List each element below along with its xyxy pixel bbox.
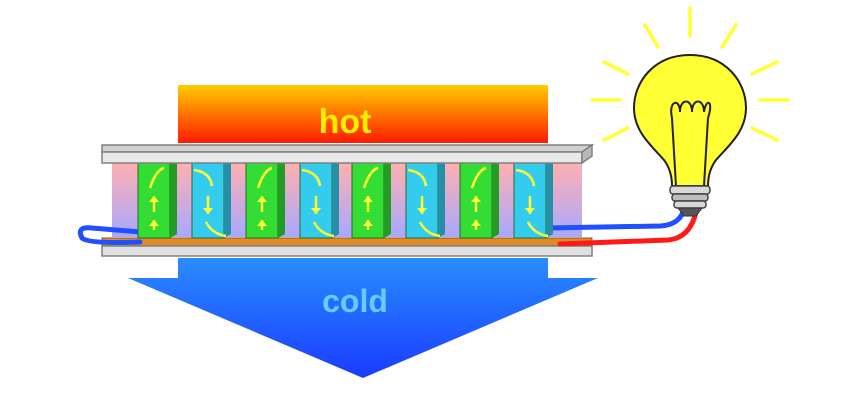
p-type-leg-1 bbox=[137, 159, 177, 239]
flow-curve-top bbox=[470, 166, 487, 189]
flow-arrow-up-low bbox=[257, 220, 267, 230]
flow-curve-top bbox=[148, 166, 165, 189]
light-ray-icon bbox=[590, 6, 790, 142]
thermoelectric-legs bbox=[137, 159, 553, 239]
flow-curve-top bbox=[193, 168, 214, 187]
flow-curve-bottom bbox=[204, 221, 227, 238]
module-interior bbox=[112, 163, 582, 237]
leg-side bbox=[170, 159, 177, 238]
n-type-leg-4 bbox=[299, 159, 339, 239]
flow-arrow-up bbox=[149, 196, 159, 212]
flow-arrow-up-head bbox=[149, 196, 159, 202]
flow-curve-top bbox=[256, 166, 273, 189]
p-type-leg-3 bbox=[245, 159, 285, 239]
flow-curve-bottom bbox=[526, 221, 549, 238]
cold-plate-face bbox=[101, 245, 593, 257]
flow-arrow-up-low bbox=[363, 220, 373, 230]
p-type-leg-7 bbox=[459, 159, 499, 239]
flow-arrow-up-low bbox=[149, 220, 159, 230]
hot-side-block: hot bbox=[178, 85, 548, 143]
flow-curve-top bbox=[301, 168, 322, 187]
flow-curve-top bbox=[515, 168, 536, 187]
hot-plate-edge bbox=[101, 151, 583, 164]
flow-arrow-down-head bbox=[525, 208, 535, 214]
flow-curve-top bbox=[362, 166, 379, 189]
flow-arrow-down bbox=[311, 196, 321, 214]
leg-side bbox=[492, 159, 499, 238]
n-type-leg-8 bbox=[513, 159, 553, 239]
flow-arrow-up-low bbox=[471, 220, 481, 230]
hot-plate-face bbox=[101, 144, 595, 153]
wire-blue-to-bulb bbox=[545, 209, 686, 231]
flow-arrow-up-low-head bbox=[257, 220, 267, 226]
light-bulb-icon bbox=[590, 6, 790, 217]
flow-arrow-up-head bbox=[257, 196, 267, 202]
flow-arrow-up bbox=[363, 196, 373, 212]
hot-label: hot bbox=[319, 103, 372, 141]
flow-curve-bottom bbox=[418, 221, 441, 238]
flow-arrow-down-head bbox=[417, 208, 427, 214]
bulb-filament bbox=[670, 100, 712, 187]
flow-curve-top bbox=[407, 168, 428, 187]
leg-side bbox=[438, 159, 445, 238]
flow-arrow-up-head bbox=[471, 196, 481, 202]
flow-arrow-down-head bbox=[203, 208, 213, 214]
n-type-leg-6 bbox=[405, 159, 445, 239]
wire-hot bbox=[557, 209, 699, 247]
flow-arrow-down bbox=[203, 196, 213, 214]
leg-side bbox=[224, 159, 231, 238]
flow-arrow-down-head bbox=[311, 208, 321, 214]
bulb-base bbox=[669, 185, 711, 217]
external-circuit bbox=[77, 209, 699, 247]
flow-arrow-up bbox=[257, 196, 267, 212]
leg-side bbox=[546, 159, 553, 238]
leg-side bbox=[384, 159, 391, 238]
wire-cold bbox=[77, 225, 143, 245]
hot-block-shape bbox=[178, 85, 548, 143]
cold-label: cold bbox=[322, 283, 388, 319]
cold-plate-conductor-strip bbox=[101, 237, 593, 247]
flow-arrow-up-low-head bbox=[363, 220, 373, 226]
cold-arrow-shape bbox=[128, 258, 598, 378]
hot-plate-side bbox=[581, 143, 593, 165]
flow-arrow-up-head bbox=[363, 196, 373, 202]
flow-curve-bottom bbox=[312, 221, 335, 238]
n-type-leg-2 bbox=[191, 159, 231, 239]
leg-side bbox=[278, 159, 285, 238]
cold-ceramic-plate bbox=[101, 237, 593, 257]
bulb-glass bbox=[632, 53, 748, 187]
flow-arrow-down bbox=[417, 196, 427, 214]
flow-arrow-up-low-head bbox=[149, 220, 159, 226]
p-type-leg-5 bbox=[351, 159, 391, 239]
flow-arrow-up-low-head bbox=[471, 220, 481, 226]
flow-arrow-down bbox=[525, 196, 535, 214]
leg-side bbox=[332, 159, 339, 238]
flow-arrow-up bbox=[471, 196, 481, 212]
hot-ceramic-plate bbox=[101, 143, 595, 165]
cold-side-arrow: cold bbox=[128, 258, 598, 378]
